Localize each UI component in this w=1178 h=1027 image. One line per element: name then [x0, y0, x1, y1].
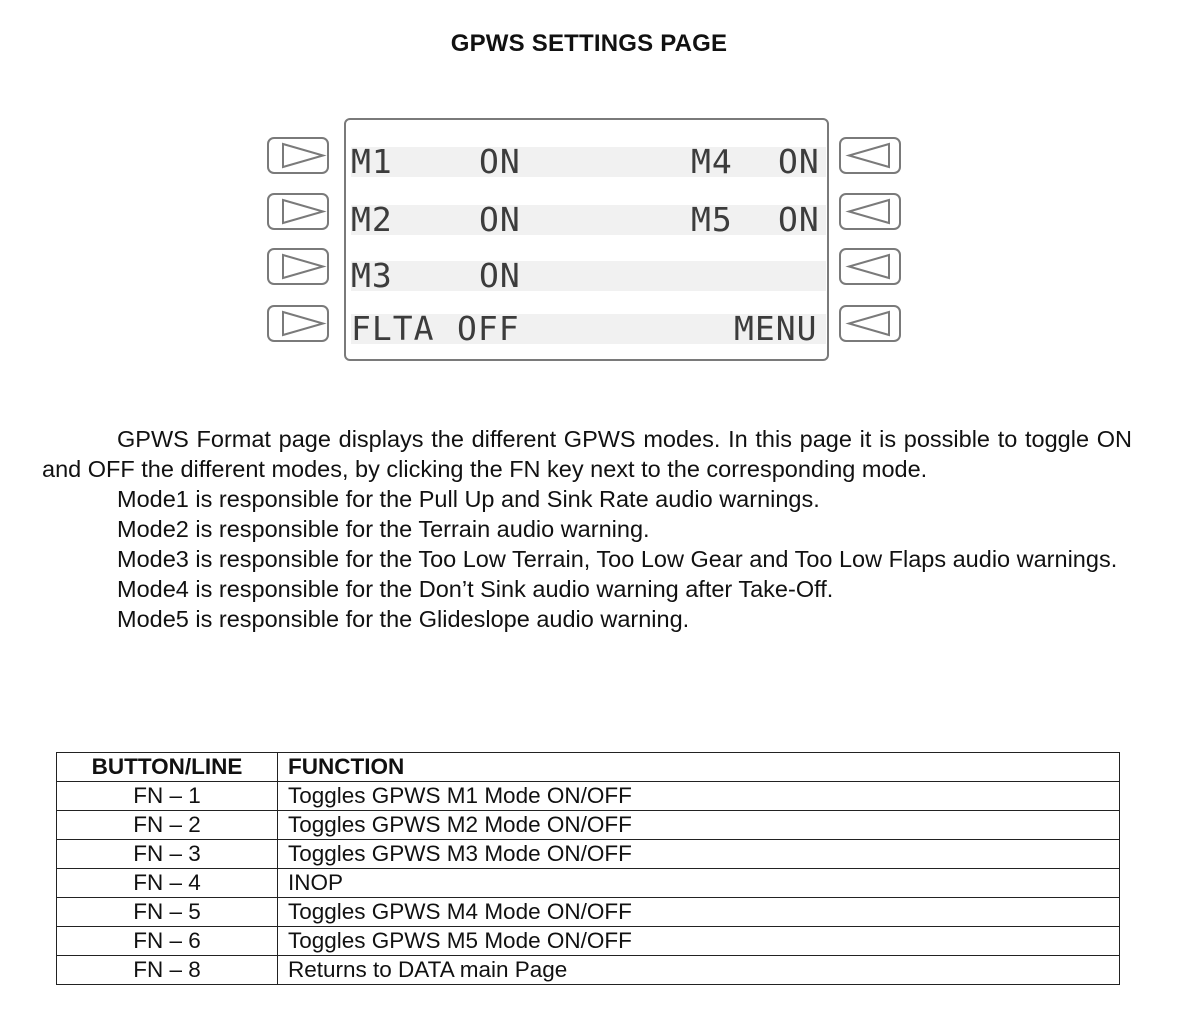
button-cell: FN – 4: [56, 868, 278, 898]
fn-2-button[interactable]: [267, 193, 329, 230]
table-row: FN – 2 Toggles GPWS M2 Mode ON/OFF: [56, 810, 1120, 840]
table-row: FN – 4 INOP: [56, 868, 1120, 898]
page-title: GPWS SETTINGS PAGE: [450, 30, 728, 57]
triangle-left-icon: [845, 198, 890, 225]
mode-m2-status: ON: [479, 200, 521, 239]
description-paragraph: Mode5 is responsible for the Glideslope …: [117, 606, 690, 632]
table-row: FN – 5 Toggles GPWS M4 Mode ON/OFF: [56, 897, 1120, 927]
triangle-left-icon: [845, 310, 890, 337]
fn-5-button[interactable]: [839, 137, 901, 174]
mode-m2-label: M2: [351, 200, 393, 239]
menu-label: MENU: [734, 309, 818, 348]
fn-8-button[interactable]: [839, 305, 901, 342]
table-row: FN – 1 Toggles GPWS M1 Mode ON/OFF: [56, 781, 1120, 811]
display-row: [351, 147, 826, 177]
column-header-function: FUNCTION: [277, 752, 1120, 782]
description: GPWS Format page displays the different …: [42, 424, 1132, 634]
table-header-row: BUTTON/LINE FUNCTION: [56, 752, 1120, 782]
mode-m1-status: ON: [479, 142, 521, 181]
triangle-left-icon: [845, 253, 890, 280]
display-row: [351, 261, 826, 291]
display-row: [351, 205, 826, 235]
table-row: FN – 8 Returns to DATA main Page: [56, 955, 1120, 985]
fn-3-button[interactable]: [267, 248, 329, 285]
mode-m4-status: ON: [778, 142, 820, 181]
fn-4-button[interactable]: [267, 305, 329, 342]
function-cell: Returns to DATA main Page: [277, 955, 1120, 985]
description-paragraph: Mode2 is responsible for the Terrain aud…: [117, 516, 650, 542]
button-cell: FN – 6: [56, 926, 278, 956]
triangle-right-icon: [282, 198, 327, 225]
function-cell: Toggles GPWS M3 Mode ON/OFF: [277, 839, 1120, 869]
button-cell: FN – 5: [56, 897, 278, 927]
function-cell: Toggles GPWS M2 Mode ON/OFF: [277, 810, 1120, 840]
display-row: [351, 314, 826, 344]
mode-m5-label: M5: [691, 200, 733, 239]
description-paragraph: Mode4 is responsible for the Don’t Sink …: [117, 576, 834, 602]
description-paragraph: Mode1 is responsible for the Pull Up and…: [117, 486, 820, 512]
function-cell: INOP: [277, 868, 1120, 898]
table-row: FN – 3 Toggles GPWS M3 Mode ON/OFF: [56, 839, 1120, 869]
triangle-right-icon: [282, 253, 327, 280]
flta-label: FLTA: [351, 309, 435, 348]
button-cell: FN – 8: [56, 955, 278, 985]
description-paragraph: GPWS Format page displays the different …: [42, 426, 1132, 482]
column-header-button-line: BUTTON/LINE: [56, 752, 278, 782]
description-paragraph: Mode3 is responsible for the Too Low Ter…: [117, 546, 1118, 572]
mode-m5-status: ON: [778, 200, 820, 239]
function-cell: Toggles GPWS M5 Mode ON/OFF: [277, 926, 1120, 956]
function-cell: Toggles GPWS M4 Mode ON/OFF: [277, 897, 1120, 927]
button-cell: FN – 2: [56, 810, 278, 840]
fn-7-button[interactable]: [839, 248, 901, 285]
table-row: FN – 6 Toggles GPWS M5 Mode ON/OFF: [56, 926, 1120, 956]
button-cell: FN – 3: [56, 839, 278, 869]
triangle-right-icon: [282, 310, 327, 337]
fn-6-button[interactable]: [839, 193, 901, 230]
mode-m3-label: M3: [351, 256, 393, 295]
triangle-left-icon: [845, 142, 890, 169]
triangle-right-icon: [282, 142, 327, 169]
fn-1-button[interactable]: [267, 137, 329, 174]
mode-m3-status: ON: [479, 256, 521, 295]
button-function-table: BUTTON/LINE FUNCTION FN – 1 Toggles GPWS…: [56, 752, 1120, 985]
flta-status: OFF: [457, 309, 520, 348]
mode-m1-label: M1: [351, 142, 393, 181]
gpws-display-screen: M1 ON M4 ON M2 ON M5 ON M3 ON FLTA OFF M…: [344, 118, 829, 361]
mode-m4-label: M4: [691, 142, 733, 181]
button-cell: FN – 1: [56, 781, 278, 811]
function-cell: Toggles GPWS M1 Mode ON/OFF: [277, 781, 1120, 811]
